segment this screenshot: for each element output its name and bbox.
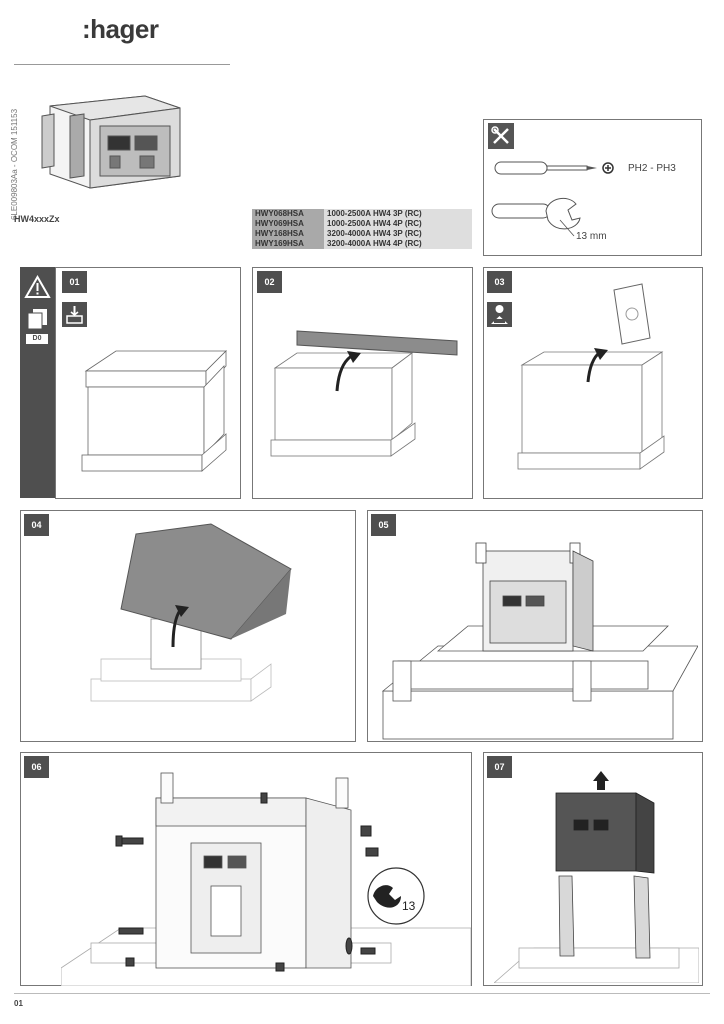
ref-description: 3200-4000A HW4 4P (RC) [324,239,472,249]
step-number: 07 [487,756,512,778]
remove-lid-illustration [267,323,467,488]
read-manual-icon [487,302,512,327]
ref-code: HWY169HSA [252,239,324,249]
step-number: 05 [371,514,396,536]
hager-logo: :hager [82,14,159,44]
screwdriver-icon [493,156,623,180]
step-02-panel: 02 [252,267,473,499]
step-05-panel: 05 [367,510,703,742]
documents-icon [25,307,50,331]
ref-code: HWY068HSA [252,209,324,219]
lift-breaker-illustration [494,768,699,983]
wrench-size-label: 13 [402,899,416,913]
table-row: HWY169HSA 3200-4000A HW4 4P (RC) [252,239,472,249]
boxed-pallet-illustration [76,346,231,476]
step-01-panel: 01 [55,267,241,499]
step-07-panel: 07 [483,752,703,986]
step-number: 04 [24,514,49,536]
tools-box [483,119,702,256]
breaker-on-pallet-illustration [378,541,698,741]
footer-divider [14,993,710,994]
lift-box-illustration [81,519,321,739]
step-number: 06 [24,756,49,778]
table-row: HWY068HSA 1000-2500A HW4 3P (RC) [252,209,472,219]
model-label: HW4xxxZx [14,214,60,224]
sidebar-badge: D0 [26,334,48,344]
breaker-product-image [40,86,185,196]
reference-table: HWY068HSA 1000-2500A HW4 3P (RC) HWY069H… [252,209,472,249]
ref-description: 1000-2500A HW4 3P (RC) [324,209,472,219]
manual-booklet-illustration [514,280,694,490]
remove-screws-illustration [61,768,471,986]
step-number: 01 [62,271,87,293]
ref-description: 3200-4000A HW4 3P (RC) [324,229,472,239]
step-06-panel: 06 [20,752,472,986]
screwdriver-spec: PH2 - PH3 [628,163,676,174]
unpack-icon [62,302,87,327]
step-03-panel: 03 [483,267,703,499]
ref-code: HWY069HSA [252,219,324,229]
table-row: HWY069HSA 1000-2500A HW4 4P (RC) [252,219,472,229]
document-code: 6LE009803Aa - OCOM 151153 [10,108,19,220]
step-04-panel: 04 [20,510,356,742]
warning-sidebar: D0 [20,267,55,498]
tools-icon [488,123,514,149]
page-number: 01 [14,999,23,1008]
wrench-spec: 13 mm [576,231,607,242]
wrench-icon [490,190,590,245]
warning-icon [24,275,51,299]
step-number: 02 [257,271,282,293]
ref-code: HWY168HSA [252,229,324,239]
header-divider [14,64,230,65]
step-number: 03 [487,271,512,293]
ref-description: 1000-2500A HW4 4P (RC) [324,219,472,229]
table-row: HWY168HSA 3200-4000A HW4 3P (RC) [252,229,472,239]
